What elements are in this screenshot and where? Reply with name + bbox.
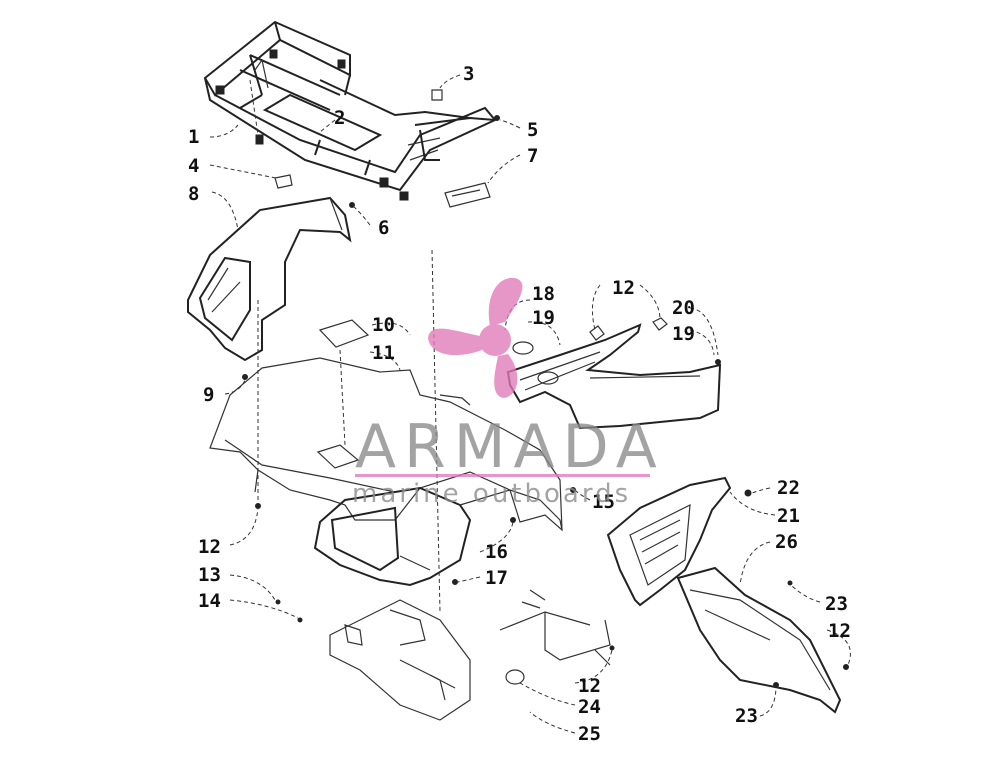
callout-12-right: 12 [828,620,851,642]
propeller-logo [428,277,523,398]
frame-section-left [329,599,471,721]
rack-hardware [274,89,500,208]
grommet [505,669,525,685]
splash-shield [676,566,849,714]
callout-23-right: 23 [825,593,848,615]
callout-labels: 1 2 3 4 5 6 7 8 9 10 11 12 12 12 12 13 1… [188,63,851,745]
rear-fender [187,196,352,362]
rear-rack [203,20,497,201]
side-panel [506,317,722,430]
right-front-fender [606,476,752,607]
callout-4: 4 [188,155,199,177]
callout-10: 10 [372,314,395,336]
callout-12-lower-left: 12 [198,536,221,558]
callout-14: 14 [198,590,221,612]
front-fender-body [209,357,563,587]
callout-1: 1 [188,126,199,148]
callout-19-right: 19 [672,323,695,345]
watermark: ARMADA marine outboards [352,277,665,509]
callout-26: 26 [775,531,798,553]
watermark-title: ARMADA [355,412,665,482]
callout-23-bottom: 23 [735,705,758,727]
callout-12-bottom: 12 [578,675,601,697]
callout-13: 13 [198,564,221,586]
callout-5: 5 [527,119,538,141]
callout-12-top: 12 [612,277,635,299]
callout-25: 25 [578,723,601,745]
callout-19-left: 19 [532,307,555,329]
callout-3: 3 [463,63,474,85]
pad-plate [318,319,370,348]
callout-17: 17 [485,567,508,589]
callout-21: 21 [777,505,800,527]
callout-9: 9 [203,384,214,406]
callout-15: 15 [592,491,615,513]
watermark-underline [355,474,650,477]
callout-7: 7 [527,145,538,167]
frame-section-right [499,589,611,666]
fasteners [242,374,615,651]
callout-2: 2 [334,107,345,129]
callout-16: 16 [485,541,508,563]
watermark-subtitle: marine outboards [352,479,631,509]
callout-24: 24 [578,696,601,718]
callout-8: 8 [188,183,199,205]
callout-18: 18 [532,283,555,305]
callout-11: 11 [372,342,395,364]
callout-20: 20 [672,297,695,319]
callout-6: 6 [378,217,389,239]
leader-lines [209,74,851,734]
callout-22: 22 [777,477,800,499]
